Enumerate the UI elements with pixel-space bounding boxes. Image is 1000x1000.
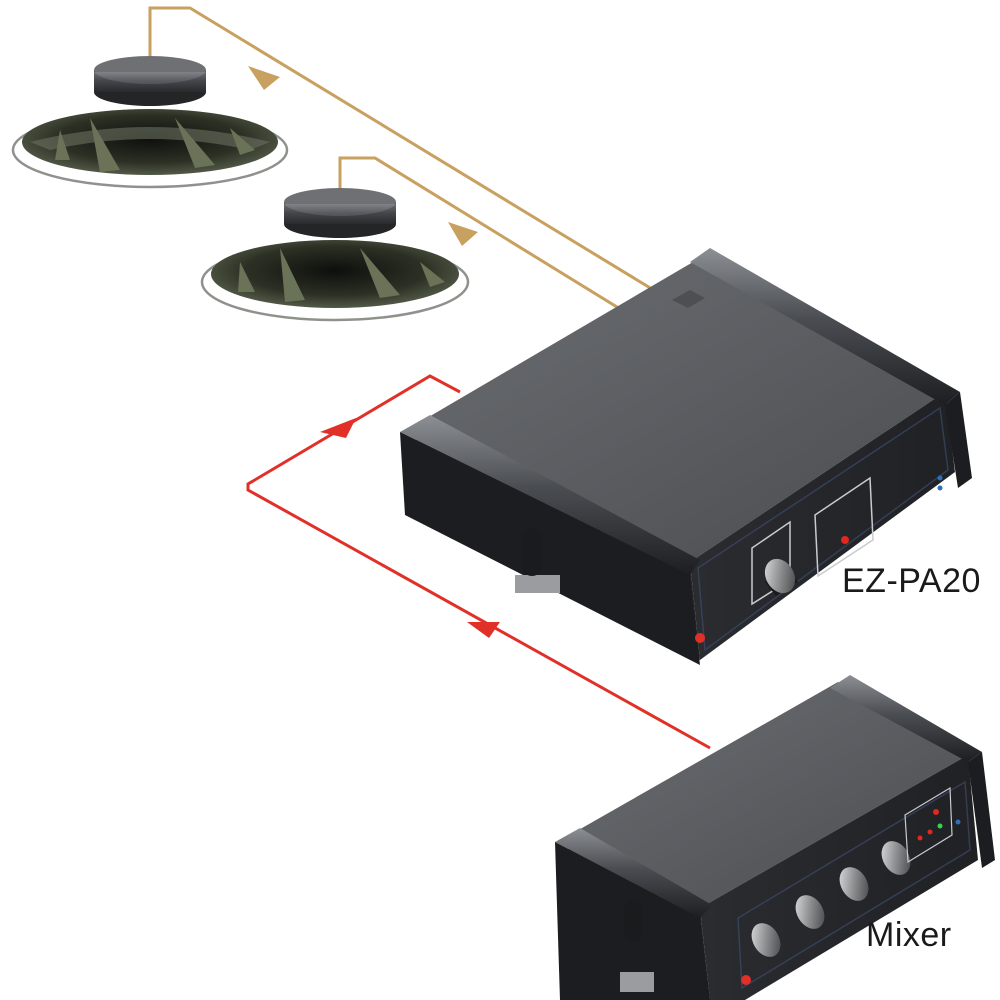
mixer-brand-logo-icon [741, 975, 751, 985]
mixer-input-4-knob[interactable] [876, 836, 917, 880]
speaker-right [200, 188, 470, 322]
amplifier-unit [400, 248, 972, 665]
mixer-label: Mixer [866, 916, 952, 954]
mixer-input-2-knob[interactable] [790, 890, 831, 934]
signal-arrow-upper [320, 418, 356, 438]
wire-arrow-left [248, 66, 280, 90]
speaker-left [11, 56, 289, 189]
mixer-input-1-knob[interactable] [746, 918, 787, 962]
amp-status-indicator-2 [937, 485, 943, 491]
mixer-output-meter-panel [904, 786, 953, 864]
amp-brand-logo-icon [695, 633, 705, 643]
mixer-status-indicator [955, 819, 961, 825]
wire-arrow-right [448, 222, 478, 246]
amplifier-protection-panel [814, 476, 874, 578]
amplifier-level-knob[interactable] [759, 553, 801, 598]
line-signal-cable [246, 374, 711, 750]
amplifier-label: EZ-PA20 [842, 562, 981, 600]
mixer-input-3-knob[interactable] [834, 862, 875, 906]
signal-arrow-lower [467, 622, 500, 638]
protection-led [841, 536, 849, 544]
amp-status-indicator-1 [937, 475, 943, 481]
